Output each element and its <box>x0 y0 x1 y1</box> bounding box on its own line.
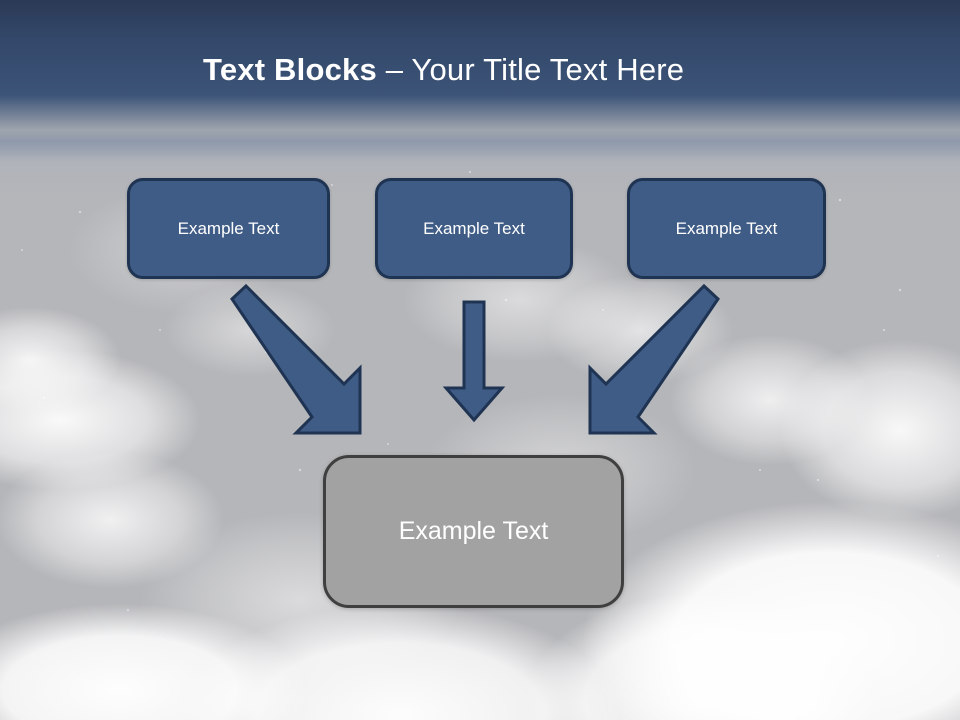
text-block-2-label: Example Text <box>423 218 525 238</box>
text-block-3-label: Example Text <box>675 218 778 238</box>
text-block-3[interactable]: Example Text <box>627 178 826 279</box>
page-title-rest: – Your Title Text Here <box>385 52 685 87</box>
text-block-1[interactable]: Example Text <box>127 178 330 279</box>
arrow-down-icon <box>442 300 506 423</box>
arrow-down-right-icon <box>230 283 362 435</box>
page-title: Text Blocks – Your Title Text Here <box>203 50 903 90</box>
arrow-down-left-icon <box>588 283 720 435</box>
text-block-2[interactable]: Example Text <box>375 178 573 279</box>
text-block-1-label: Example Text <box>177 218 280 238</box>
page-title-strong: Text Blocks <box>203 52 386 87</box>
result-text-block[interactable]: Example Text <box>323 455 624 608</box>
result-text-block-label: Example Text <box>398 517 549 545</box>
